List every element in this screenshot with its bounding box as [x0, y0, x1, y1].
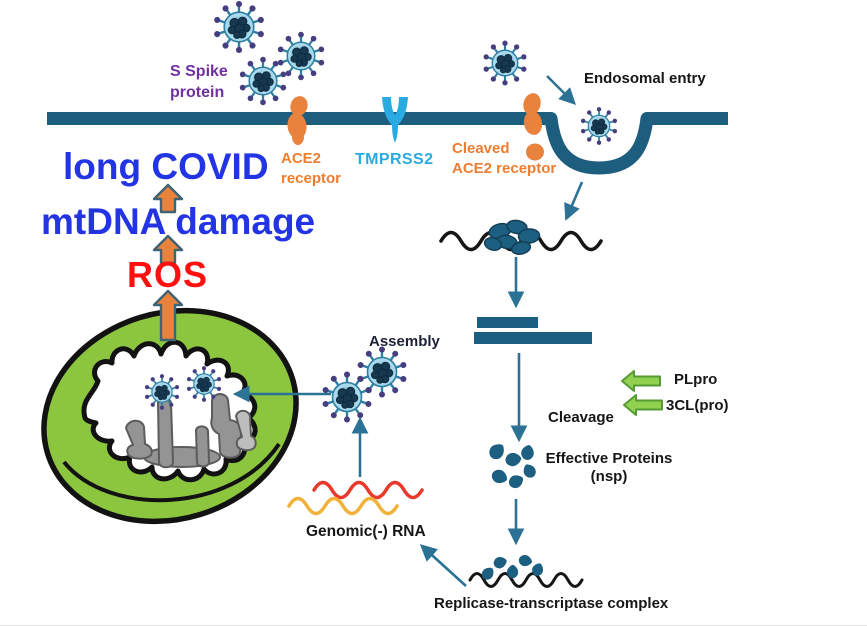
- protease-arrows: [621, 370, 663, 416]
- endosomal-entry-label: Endosomal entry: [584, 70, 706, 87]
- arrow-replicase-to-genomic-rna: [419, 544, 467, 587]
- cleavage-label: Cleavage: [548, 409, 614, 426]
- virus-particle-assembly: [322, 372, 372, 423]
- genomic-rna-red-strand: [312, 480, 424, 500]
- replicase-complex-label: Replicase-transcriptase complex: [434, 595, 669, 612]
- plpro-label: PLpro: [674, 371, 718, 388]
- arrow-virus-to-endosome: [546, 75, 576, 105]
- genomic-rna-label: Genomic(-) RNA: [306, 523, 426, 540]
- ace2-receptor-label: ACE2 receptor: [281, 150, 342, 187]
- translation-bars: [474, 317, 592, 344]
- ace2-receptor-shape: [287, 96, 308, 145]
- effective-protein-drops: [489, 443, 538, 491]
- 3clpro-arrow: [623, 394, 663, 416]
- 3clpro-label: 3CL(pro): [666, 397, 729, 414]
- virus-particle: [483, 41, 527, 86]
- s-spike-protein-label: S Spike protein: [170, 63, 228, 101]
- genomic-rna-yellow-strand: [287, 496, 399, 516]
- genome-protein-cluster: [483, 219, 541, 255]
- arrow-mitochondrion-to-ros: [152, 289, 184, 342]
- effective-proteins-label: Effective Proteins (nsp): [545, 450, 673, 485]
- assembly-label: Assembly: [369, 333, 440, 350]
- damaged-cristae-structures: [125, 393, 257, 469]
- mitochondrion: [41, 307, 299, 525]
- long-covid-headline: long COVID: [63, 146, 269, 187]
- arrow-mtdna-to-longcovid: [152, 183, 184, 214]
- virus-particle-assembly: [357, 347, 407, 398]
- virus-particle-in-endosome: [580, 107, 617, 145]
- cleaved-ace2-receptor-shape: [523, 93, 544, 161]
- virus-particle: [213, 1, 264, 53]
- tmprss2-shape: [382, 97, 408, 143]
- arrow-endosome-to-genome: [564, 181, 584, 221]
- cleaved-ace2-label: Cleaved ACE2 receptor: [452, 140, 557, 177]
- ros-cascade-arrows: [152, 183, 184, 342]
- replicase-rna-strand: [468, 572, 584, 588]
- plpro-arrow: [621, 370, 661, 392]
- flow-arrows: [232, 75, 584, 587]
- arrow-ros-to-mtdna: [152, 234, 184, 265]
- mtdna-damage-headline: mtDNA damage: [41, 201, 316, 242]
- cell-membrane: [47, 112, 728, 175]
- ros-headline: ROS: [127, 254, 209, 295]
- mitochondrion-rim: [62, 442, 281, 503]
- tmprss2-label: TMPRSS2: [355, 151, 434, 168]
